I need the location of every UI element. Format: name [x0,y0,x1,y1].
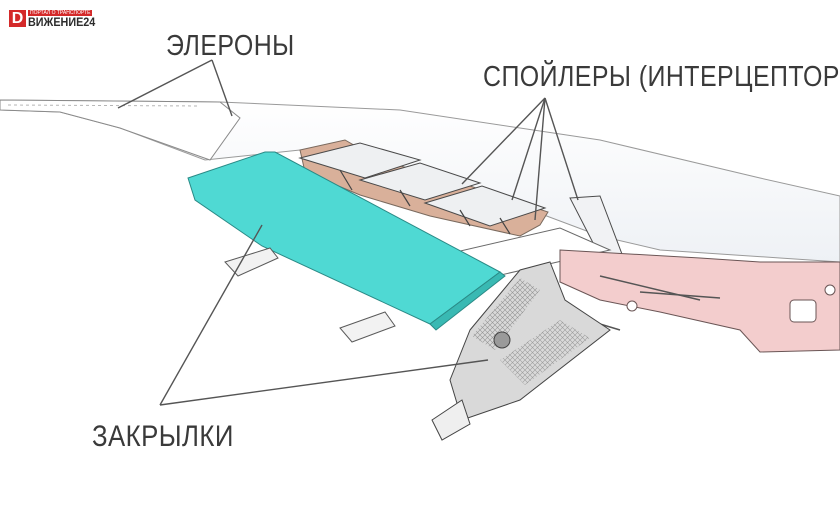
wing-box-structure [559,249,840,353]
flap-fairing [339,311,396,343]
spoiler-panel [298,142,422,179]
flap-fairing [224,247,279,277]
spoiler-panel [358,162,482,201]
logo-tagline: ПОРТАЛ О ТРАНСПОРТЕ [28,10,93,16]
spoiler-panel [423,185,547,227]
logo-name: ВИЖЕНИЕ24 [28,15,96,29]
label-flaps: ЗАКРЫЛКИ [92,420,234,453]
brand-logo[interactable]: D ПОРТАЛ О ТРАНСПОРТЕ ВИЖЕНИЕ24 [9,10,103,28]
label-ailerons: ЭЛЕРОНЫ [166,30,295,62]
logo-mark: D [9,10,26,27]
label-spoilers: СПОЙЛЕРЫ (ИНТЕРЦЕПТОРЫ) [483,61,840,93]
flap-fairing [431,399,471,441]
aileron-surface [0,99,241,161]
leader-lines [117,59,579,406]
